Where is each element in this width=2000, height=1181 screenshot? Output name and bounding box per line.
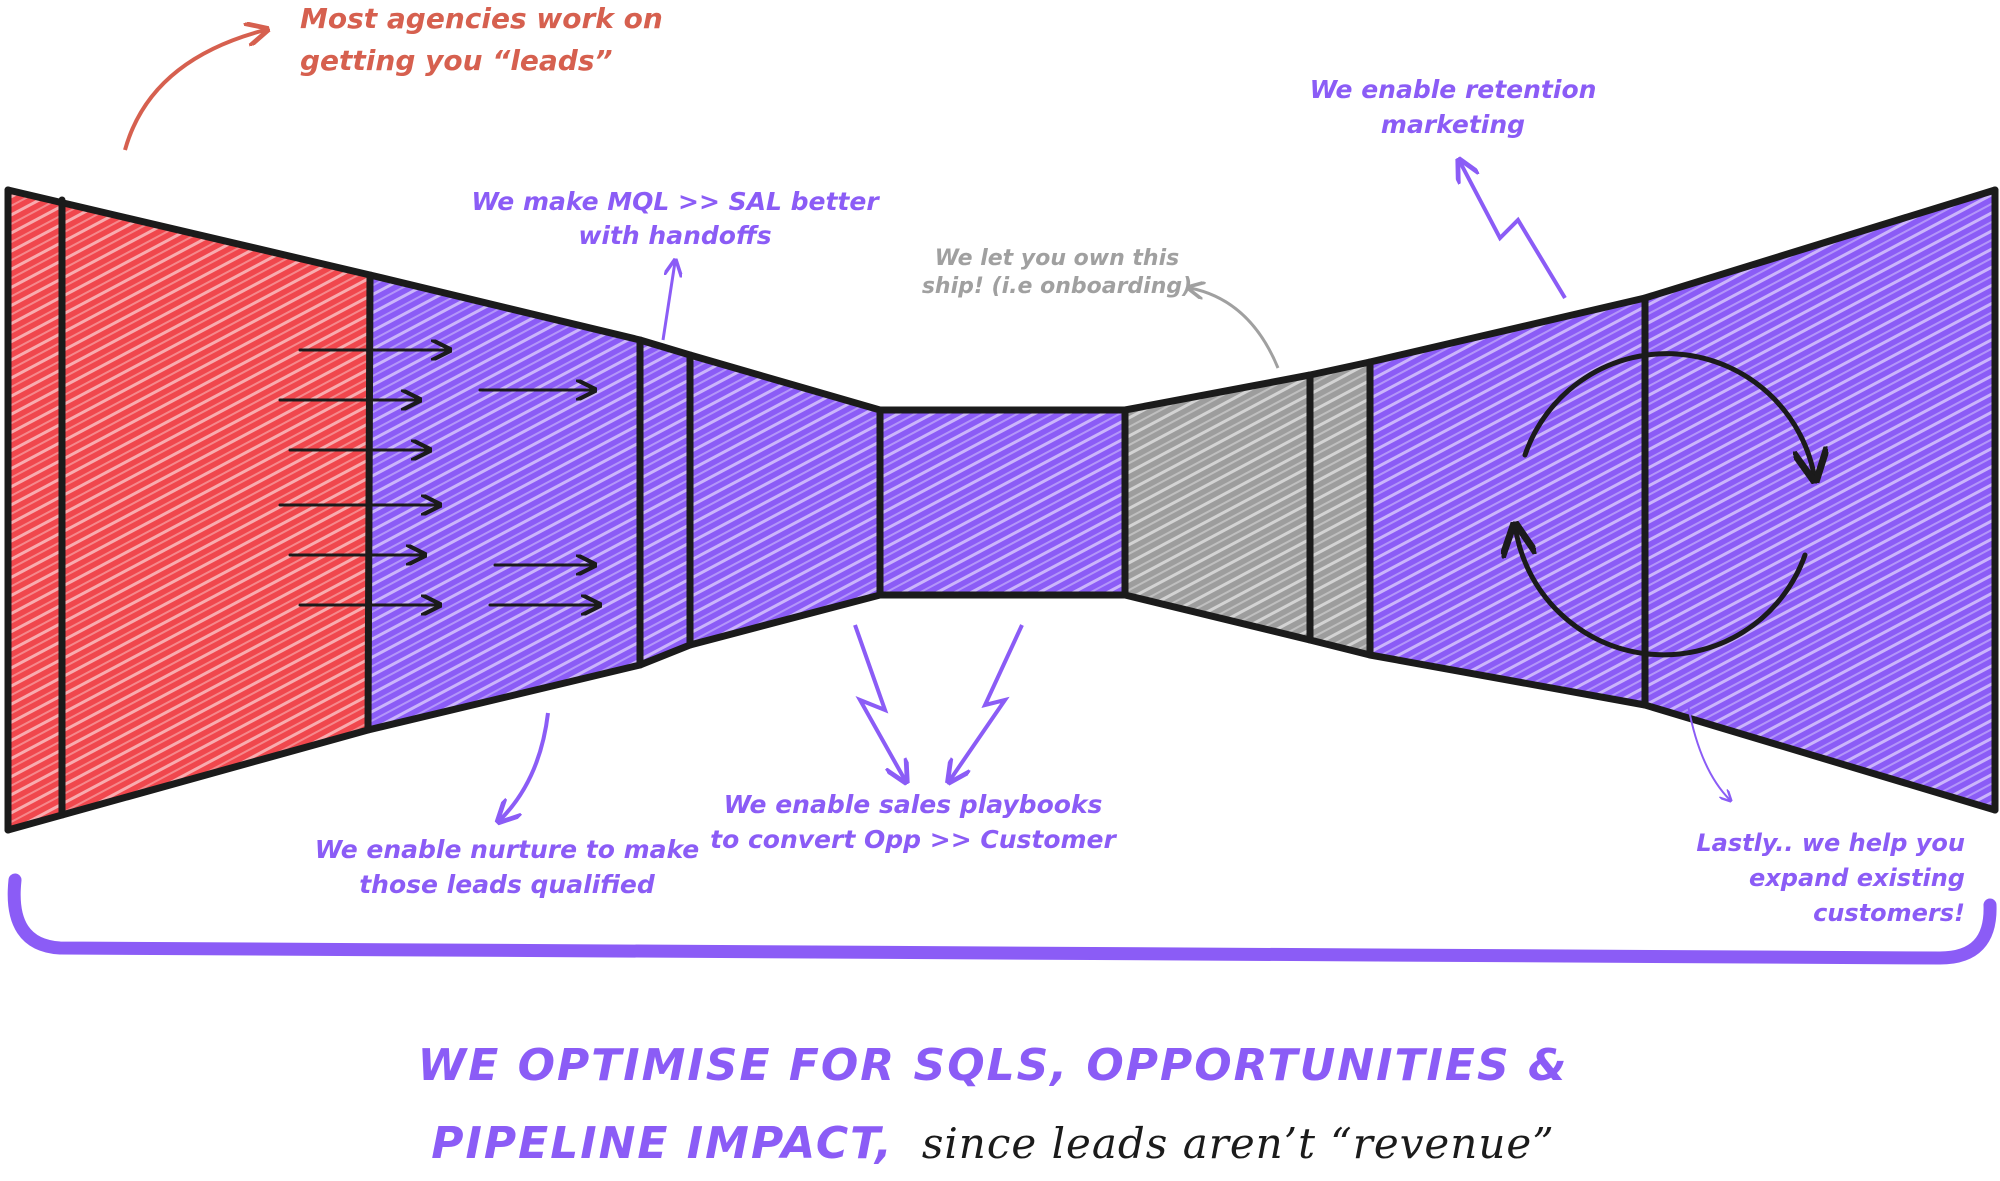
- headline-script: since leads aren’t “revenue”: [922, 1119, 1555, 1168]
- headline-bold: PIPELINE IMPACT,: [431, 1118, 894, 1169]
- segment-onboarding-hatch: [1125, 375, 1310, 640]
- annotation-playbooks-line: We enable sales playbooks: [724, 790, 1103, 819]
- loop-arrow-top: [1522, 351, 1815, 480]
- annotation-expand-line: Lastly.. we help you: [1696, 829, 1965, 857]
- annotation-leads: Most agencies work on getting you “leads…: [300, 2, 663, 77]
- annotation-mql-sal-line: with handoffs: [578, 221, 771, 250]
- annotation-onboarding-line: ship! (i.e onboarding): [922, 274, 1192, 299]
- annotation-retention-line: We enable retention: [1310, 75, 1597, 104]
- annotation-onboarding-line: We let you own this: [935, 246, 1179, 271]
- segment-sql-hatch: [690, 355, 880, 645]
- expand-arrow: [1687, 704, 1730, 800]
- annotation-leads-line: Most agencies work on: [300, 2, 663, 35]
- mql-sal-arrow: [661, 262, 675, 341]
- annotation-expand-line: customers!: [1813, 899, 1965, 927]
- annotation-nurture-line: We enable nurture to make: [315, 835, 700, 864]
- segment-leads-hatch: [8, 190, 370, 830]
- headline-line-2: PIPELINE IMPACT, since leads aren’t “rev…: [431, 1118, 1554, 1169]
- annotation-retention: We enable retention marketing: [1310, 75, 1597, 139]
- annotation-leads-line: getting you “leads”: [300, 44, 613, 77]
- loop-arrow-bottom: [1515, 525, 1808, 658]
- annotation-playbooks: We enable sales playbooks to convert Opp…: [710, 790, 1117, 854]
- annotation-expand-line: expand existing: [1749, 864, 1965, 892]
- annotation-nurture-line: those leads qualified: [359, 870, 656, 899]
- segment-adoption-hatch: [1310, 362, 1370, 655]
- nurture-arrow: [500, 712, 550, 820]
- segment-sal-hatch: [640, 340, 690, 665]
- segment-expansion-hatch: [1645, 190, 1995, 810]
- segment-mql-hatch: [368, 275, 640, 730]
- bottom-bracket: [7, 873, 1997, 965]
- playbooks-arrow-right: [950, 624, 1024, 780]
- annotation-mql-sal: We make MQL >> SAL better with handoffs: [471, 187, 880, 250]
- leads-arrow: [123, 30, 265, 151]
- annotation-retention-line: marketing: [1381, 110, 1525, 139]
- segment-opportunity-hatch: [880, 410, 1125, 595]
- annotation-playbooks-line: to convert Opp >> Customer: [710, 825, 1117, 854]
- funnel-outline: [4, 186, 1999, 834]
- retention-loop: [1515, 351, 1815, 658]
- onboarding-arrow: [1190, 288, 1280, 369]
- annotation-expand: Lastly.. we help you expand existing cus…: [1696, 829, 1965, 927]
- nurture-arrows: [278, 350, 600, 605]
- segment-retention-hatch: [1370, 298, 1645, 705]
- playbooks-arrow-left: [853, 624, 905, 780]
- annotation-onboarding: We let you own this ship! (i.e onboardin…: [922, 246, 1192, 299]
- headline-line-1: WE OPTIMISE FOR SQLs, OPPORTUNITIES &: [418, 1040, 1569, 1091]
- funnel-segments: [8, 190, 1995, 830]
- retention-arrow: [1460, 162, 1567, 300]
- annotation-nurture: We enable nurture to make those leads qu…: [315, 835, 700, 899]
- annotation-mql-sal-line: We make MQL >> SAL better: [471, 187, 880, 216]
